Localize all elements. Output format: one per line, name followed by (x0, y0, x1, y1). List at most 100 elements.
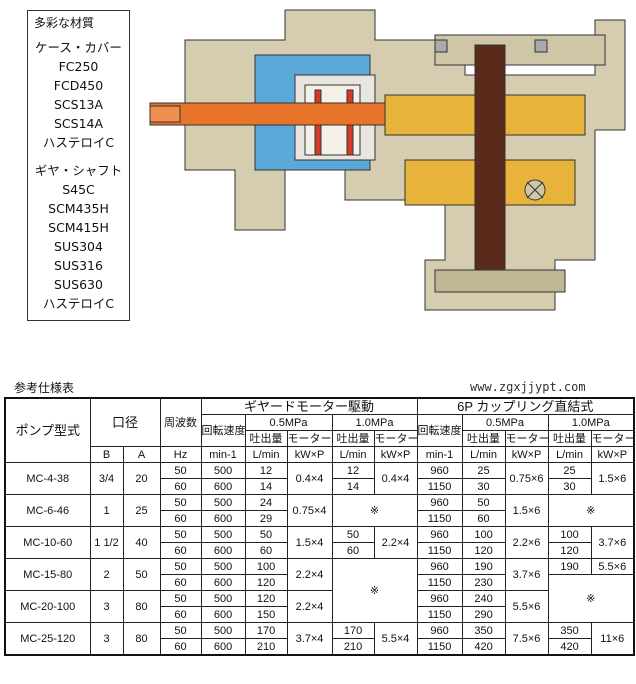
pump-cross-section-drawing (149, 9, 626, 311)
gear-motor-0.5-cell: 0.4×4 (286, 462, 333, 495)
frequency-cell: 60 (159, 638, 202, 656)
coupling-motor-0.5-cell: 5.5×6 (504, 590, 549, 623)
bore-a-cell: 25 (122, 494, 161, 527)
gear-material: SUS630 (54, 277, 103, 292)
gear-motor-0.5-cell: 3.7×4 (286, 622, 333, 656)
coupling-flow-0.5-cell: 230 (461, 574, 506, 591)
frequency-cell: 60 (159, 606, 202, 623)
unit-flow: L/min (331, 446, 375, 463)
gear-motor-0.5-cell: 1.5×4 (286, 526, 333, 559)
gear-flow-0.5-cell: 12 (244, 462, 288, 479)
coupling-motor-1.0-cell: 11×6 (590, 622, 635, 656)
coupling-flow-0.5-cell: 190 (461, 558, 506, 575)
materials-panel: 多彩な材質 ケース・カバー FC250 FCD450 SCS13A SCS14A… (27, 10, 130, 321)
gear-rpm-cell: 500 (200, 494, 246, 511)
model-cell: MC-25-120 (4, 622, 91, 656)
case-material: FCD450 (53, 78, 104, 93)
coupling-motor-1.0-cell: 1.5×6 (590, 462, 635, 495)
case-material: ハステロイC (42, 135, 115, 150)
coupling-flow-1.0-cell: 350 (547, 622, 592, 639)
coupling-flow-0.5-cell: 60 (461, 510, 506, 527)
coupling-flow-1.0-cell: 120 (547, 542, 592, 559)
gear-flow-1.0-cell: 210 (331, 638, 375, 656)
unit-motor: kW×P (590, 446, 635, 463)
coupling-rpm-cell: 1150 (416, 510, 463, 527)
gear-flow-1.0-cell: 50 (331, 526, 375, 543)
coupling-rpm-cell: 1150 (416, 606, 463, 623)
unit-rpm: min-1 (200, 446, 246, 463)
header-gear-drive: ギヤードモーター駆動 (200, 397, 418, 415)
coupling-motor-0.5-cell: 1.5×6 (504, 494, 549, 527)
coupling-rpm-cell: 1150 (416, 638, 463, 656)
gear-rpm-cell: 600 (200, 638, 246, 656)
coupling-rpm-cell: 1150 (416, 478, 463, 495)
coupling-rpm-cell: 1150 (416, 542, 463, 559)
bore-a-cell: 50 (122, 558, 161, 591)
bore-a-cell: 20 (122, 462, 161, 495)
gear-motor-1.0-cell: 5.5×4 (373, 622, 418, 656)
model-cell: MC-6-46 (4, 494, 91, 527)
gear-flow-1.0-cell: 12 (331, 462, 375, 479)
header-1.0mpa: 1.0MPa (331, 414, 418, 431)
not-available-note: ※ (547, 574, 635, 623)
coupling-flow-0.5-cell: 420 (461, 638, 506, 656)
side-plate (474, 44, 506, 271)
gear-rpm-cell: 600 (200, 542, 246, 559)
case-material: FC250 (58, 59, 99, 74)
table-title: 参考仕様表 (14, 381, 75, 395)
unit-flow: L/min (244, 446, 288, 463)
coupling-rpm-cell: 960 (416, 622, 463, 639)
gear-flow-0.5-cell: 120 (244, 574, 288, 591)
gear-flow-1.0-cell: 14 (331, 478, 375, 495)
coupling-motor-0.5-cell: 0.75×6 (504, 462, 549, 495)
materials-heading: 多彩な材質 (34, 16, 95, 30)
unit-hz: Hz (159, 446, 202, 463)
gear-flow-0.5-cell: 29 (244, 510, 288, 527)
unit-flow: L/min (461, 446, 506, 463)
coupling-motor-1.0-cell: 3.7×6 (590, 526, 635, 559)
gear-material: SUS316 (54, 258, 103, 273)
coupling-motor-0.5-cell: 7.5×6 (504, 622, 549, 656)
frequency-cell: 60 (159, 510, 202, 527)
header-1.0mpa: 1.0MPa (547, 414, 635, 431)
coupling-flow-1.0-cell: 100 (547, 526, 592, 543)
frequency-cell: 50 (159, 526, 202, 543)
header-flow: 吐出量 (547, 430, 592, 447)
watermark: www.zgxjjypt.com (470, 380, 586, 394)
gear-flow-0.5-cell: 150 (244, 606, 288, 623)
header-bore: 口径 (89, 397, 161, 447)
gear-rpm-cell: 600 (200, 478, 246, 495)
model-cell: MC-4-38 (4, 462, 91, 495)
frequency-cell: 50 (159, 622, 202, 639)
gear-motor-0.5-cell: 2.2×4 (286, 590, 333, 623)
coupling-flow-0.5-cell: 50 (461, 494, 506, 511)
header-frequency: 周波数 (159, 397, 202, 447)
unit-b: B (89, 446, 124, 463)
gear-rpm-cell: 600 (200, 574, 246, 591)
header-0.5mpa: 0.5MPa (461, 414, 549, 431)
pump-base (434, 269, 566, 293)
gear-material: S45C (62, 182, 95, 197)
case-material: SCS14A (53, 116, 104, 131)
gear-heading: ギヤ・シャフト (34, 163, 123, 178)
coupling-flow-1.0-cell: 190 (547, 558, 592, 575)
gear-flow-0.5-cell: 60 (244, 542, 288, 559)
coupling-flow-0.5-cell: 25 (461, 462, 506, 479)
unit-rpm: min-1 (416, 446, 463, 463)
gear-flow-0.5-cell: 170 (244, 622, 288, 639)
not-available-note: ※ (331, 494, 418, 527)
bore-b-cell: 1 1/2 (89, 526, 124, 559)
header-rpm: 回転速度 (416, 414, 463, 447)
gear-material: ハステロイC (42, 296, 115, 311)
model-cell: MC-10-60 (4, 526, 91, 559)
gear-flow-0.5-cell: 100 (244, 558, 288, 575)
gear-flow-0.5-cell: 210 (244, 638, 288, 656)
